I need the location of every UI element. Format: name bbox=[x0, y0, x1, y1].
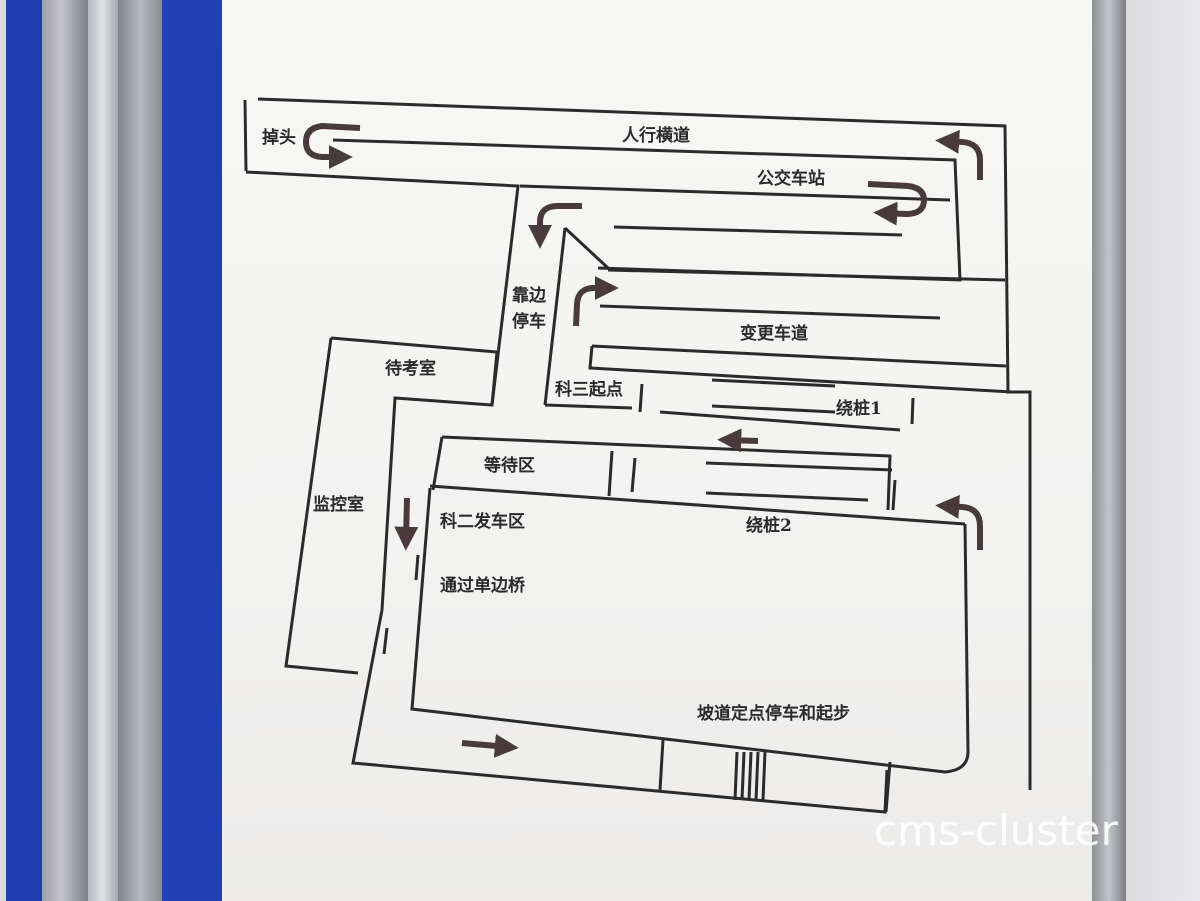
top-road-bottom bbox=[243, 99, 248, 172]
waiting-room-outline bbox=[330, 336, 499, 406]
down-arrow bbox=[394, 497, 419, 551]
subject2-start-label: 科二发车区 bbox=[440, 512, 525, 532]
turnaround-label: 掉头 bbox=[262, 128, 296, 148]
bus-stop-label: 公交车站 bbox=[757, 169, 825, 189]
right-wall bbox=[1126, 0, 1200, 901]
bottom-right-arrow bbox=[461, 733, 519, 758]
left-gray-rail-3 bbox=[118, 0, 162, 901]
monitor-room-label: 监控室 bbox=[313, 495, 364, 515]
u-turn-left-arrow bbox=[302, 122, 361, 169]
left-gray-rail bbox=[40, 0, 88, 901]
top-right-turn-arrow bbox=[935, 129, 983, 180]
left-blue-border-2 bbox=[162, 0, 222, 901]
single-bridge-label: 通过单边桥 bbox=[440, 576, 525, 596]
lane-change-label: 变更车道 bbox=[740, 324, 808, 344]
pull-over-label: 靠边停车 bbox=[512, 286, 546, 332]
waiting-room-label: 待考室 bbox=[385, 359, 436, 379]
pull-over-arrow bbox=[528, 203, 582, 249]
crosswalk-inner bbox=[332, 138, 962, 282]
pile1-label: 绕桩1 bbox=[836, 399, 882, 419]
subject3-start-label: 科三起点 bbox=[555, 380, 623, 400]
u-turn-right-arrow bbox=[867, 181, 928, 226]
pile2-label: 绕桩2 bbox=[746, 516, 792, 536]
pile1-left-arrow bbox=[717, 428, 759, 453]
left-gray-rail-2 bbox=[88, 0, 118, 901]
ramp-label: 坡道定点停车和起步 bbox=[697, 704, 850, 724]
left-blue-border bbox=[6, 0, 42, 901]
right-gray-rail bbox=[1092, 0, 1126, 901]
waiting-area-label: 等待区 bbox=[484, 456, 535, 476]
watermark: cms-cluster bbox=[874, 806, 1118, 855]
crosswalk-label: 人行横道 bbox=[622, 126, 690, 146]
right-turn-arrow bbox=[935, 494, 983, 550]
lane-change-arrow bbox=[573, 276, 619, 327]
